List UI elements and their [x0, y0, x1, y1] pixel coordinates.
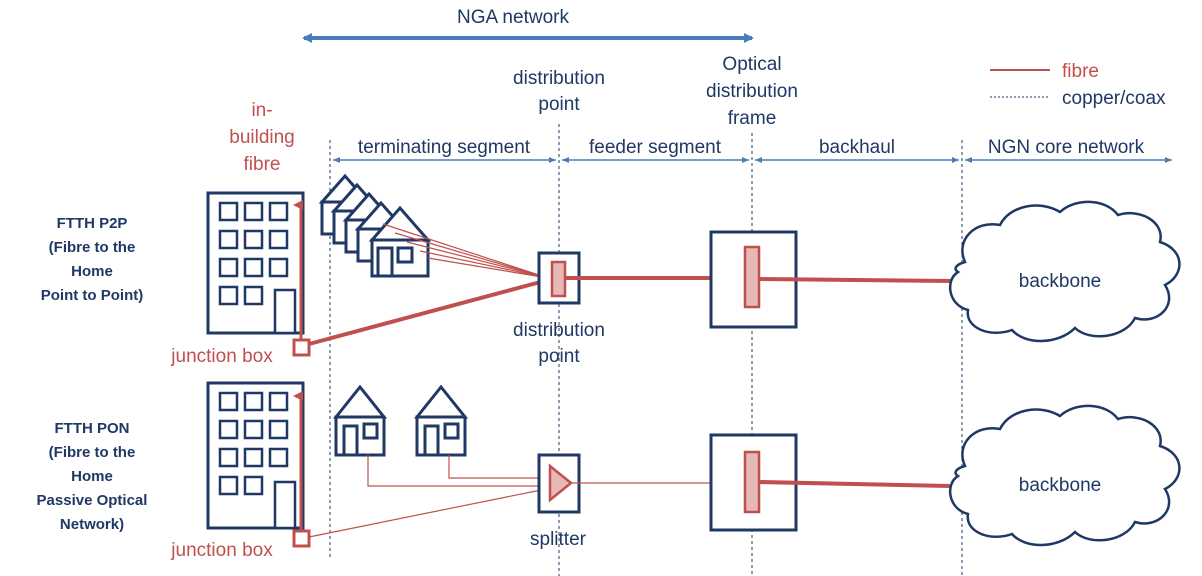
building-p2p-icon [206, 191, 305, 335]
backbone-top-cloud [948, 200, 1181, 343]
row-label-pon: FTTH PON (Fibre to the Home Passive Opti… [37, 420, 148, 533]
distribution-point-bottom-label-2: point [538, 346, 580, 367]
house-pon-1-icon [332, 384, 388, 457]
pon-label-1: FTTH PON [55, 420, 130, 437]
pon-drop-fibres [367, 455, 541, 487]
splitter-label: splitter [530, 529, 587, 550]
odf-label-1: Optical [722, 54, 781, 75]
p2p-building-fibre [308, 278, 549, 346]
splitter-icon [548, 463, 573, 503]
junction-box-pon-icon [292, 529, 311, 548]
nga-network-label: NGA network [457, 7, 569, 28]
legend-fibre-label: fibre [1062, 61, 1099, 82]
p2p-label-1: FTTH P2P [57, 215, 128, 232]
backbone-bottom-label: backbone [1019, 475, 1101, 496]
houses-p2p-icon [318, 173, 432, 278]
p2p-label-3: Home [71, 263, 113, 280]
row-label-p2p: FTTH P2P (Fibre to the Home Point to Poi… [41, 215, 143, 304]
backbone-top-label: backbone [1019, 271, 1101, 292]
backbone-bottom-cloud [948, 404, 1181, 547]
odf-pon-connector [743, 450, 761, 514]
p2p-label-2: (Fibre to the [49, 239, 136, 256]
odf-label-2: distribution [706, 81, 798, 102]
pon-backhaul-fibre [758, 480, 951, 488]
house-pon-2-icon [413, 384, 469, 457]
segment-backhaul-label: backhaul [819, 137, 895, 158]
p2p-drop-fibres [382, 223, 549, 279]
odf-label-3: frame [728, 108, 777, 129]
junction-box-p2p-icon [292, 338, 311, 357]
distribution-point-connector [550, 260, 567, 298]
distribution-point-bottom-label-1: distribution [513, 320, 605, 341]
distribution-point-top-label-1: distribution [513, 68, 605, 89]
distribution-point-top-label-2: point [538, 94, 580, 115]
segment-terminating-label: terminating segment [358, 137, 531, 158]
p2p-backhaul-fibre [758, 277, 953, 283]
building-pon-icon [206, 381, 305, 530]
in-building-fibre-label-3: fibre [244, 154, 281, 175]
junction-box-p2p-label: junction box [170, 346, 273, 367]
pon-label-3: Home [71, 468, 113, 485]
pon-building-fibre [308, 489, 542, 538]
pon-label-2: (Fibre to the [49, 444, 136, 461]
in-building-fibre-label-2: building [229, 127, 295, 148]
in-building-fibre-label-1: in- [251, 100, 272, 121]
legend-copper-label: copper/coax [1062, 88, 1166, 109]
pon-label-5: Network) [60, 516, 124, 533]
odf-p2p-connector [743, 245, 761, 309]
junction-box-pon-label: junction box [170, 540, 273, 561]
pon-label-4: Passive Optical [37, 492, 148, 509]
segment-feeder-label: feeder segment [589, 137, 722, 158]
segment-ngn-core-label: NGN core network [988, 137, 1145, 158]
legend: fibre copper/coax [990, 61, 1166, 109]
p2p-label-4: Point to Point) [41, 287, 143, 304]
